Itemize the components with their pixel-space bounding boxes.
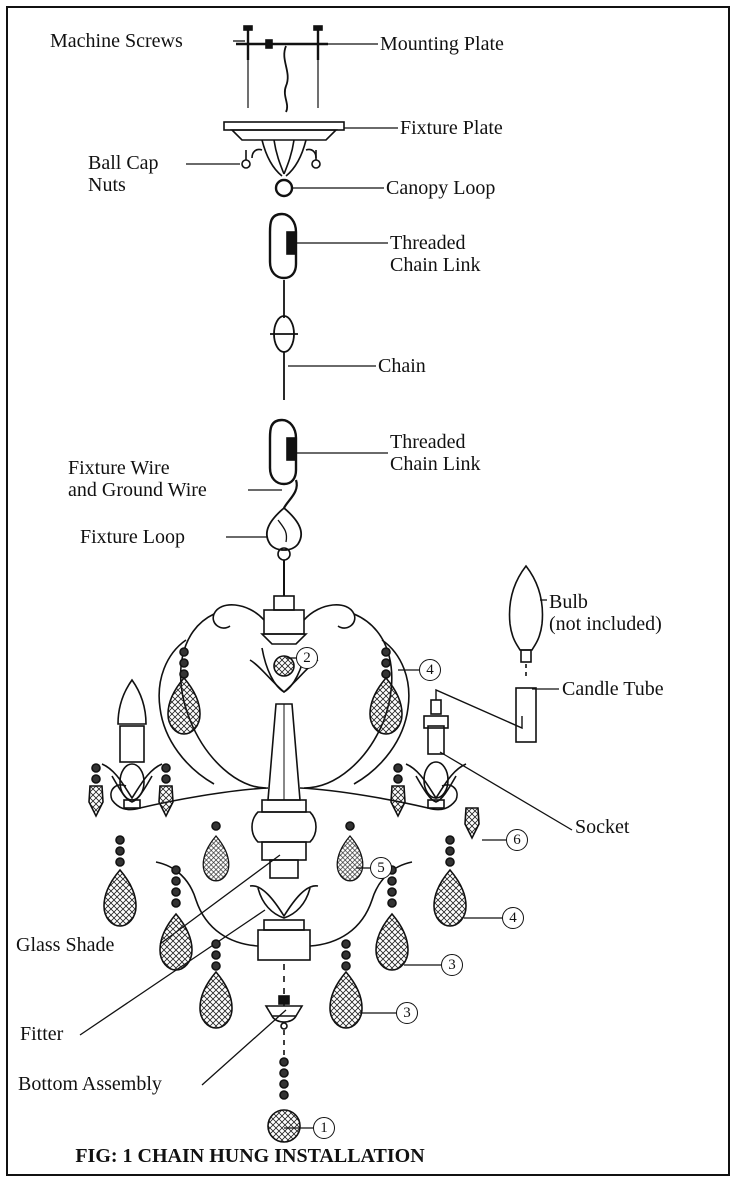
fixture-loop [265, 506, 303, 596]
callout-3a: 3 [441, 954, 463, 976]
label-fixture-wire-line2: and Ground Wire [68, 479, 207, 501]
right-socket [405, 688, 523, 809]
figure-caption: FIG: 1 CHAIN HUNG INSTALLATION [75, 1145, 425, 1167]
label-fixture-plate: Fixture Plate [400, 117, 503, 139]
label-candle-tube: Candle Tube [562, 678, 664, 700]
candle-tube [515, 687, 537, 743]
label-bottom-assembly: Bottom Assembly [18, 1073, 162, 1095]
label-bulb-line1: Bulb [549, 591, 588, 613]
label-chain: Chain [378, 355, 426, 377]
label-ball-cap-line2: Nuts [88, 174, 126, 196]
callout-4a: 4 [419, 659, 441, 681]
label-threaded-chain-link-top: Threaded Chain Link [390, 232, 481, 276]
mounting-plate [236, 25, 328, 113]
label-socket: Socket [575, 816, 630, 838]
figure-frame [6, 6, 730, 1176]
label-mounting-plate: Mounting Plate [380, 33, 504, 55]
left-candle [101, 678, 163, 809]
chain-link [270, 315, 298, 353]
callout-4b: 4 [502, 907, 524, 929]
label-threaded-line2: Chain Link [390, 254, 481, 276]
label-bulb: Bulb (not included) [549, 591, 662, 635]
label-threaded2-line1: Threaded [390, 431, 466, 453]
callout-1: 1 [313, 1117, 335, 1139]
label-canopy-loop: Canopy Loop [386, 177, 496, 199]
label-threaded2-line2: Chain Link [390, 453, 481, 475]
bulb [508, 564, 544, 676]
label-threaded-line1: Threaded [390, 232, 466, 254]
leader-lines [79, 40, 573, 1129]
center-ball [273, 655, 295, 677]
callout-3b: 3 [396, 1002, 418, 1024]
label-threaded-chain-link-bottom: Threaded Chain Link [390, 431, 481, 475]
label-fixture-wire-line1: Fixture Wire [68, 457, 170, 479]
label-fixture-loop: Fixture Loop [80, 526, 185, 548]
callout-6: 6 [506, 829, 528, 851]
label-machine-screws: Machine Screws [50, 30, 183, 52]
label-fixture-wire: Fixture Wire and Ground Wire [68, 457, 207, 501]
bottom-assembly [264, 995, 304, 1143]
label-fitter: Fitter [20, 1023, 64, 1045]
label-glass-shade: Glass Shade [16, 934, 115, 956]
threaded-chain-link-bottom [268, 418, 298, 486]
callout-5: 5 [370, 857, 392, 879]
canopy-loop [274, 178, 294, 198]
label-bulb-line2: (not included) [549, 613, 662, 635]
crystals [88, 647, 480, 1029]
threaded-chain-link-top [268, 212, 298, 280]
label-ball-cap-nuts: Ball Cap Nuts [88, 152, 159, 196]
callout-2: 2 [296, 647, 318, 669]
fixture-plate [223, 121, 345, 177]
label-ball-cap-line1: Ball Cap [88, 152, 159, 174]
